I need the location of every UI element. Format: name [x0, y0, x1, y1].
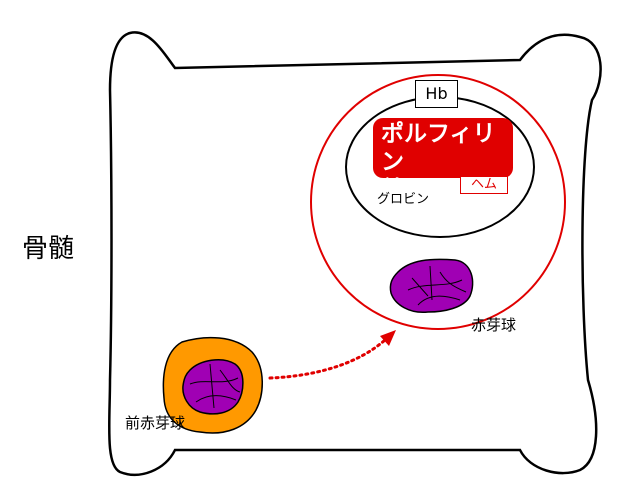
- porphyrin-iron-box: ポルフィリン 鉄: [373, 118, 513, 203]
- bone-marrow-outline: [107, 31, 602, 477]
- heme-label-box: ヘム: [460, 176, 508, 194]
- heme-label: ヘム: [470, 177, 497, 192]
- iron-label: 鉄: [381, 177, 404, 203]
- differentiation-arrow-head: [380, 330, 396, 346]
- proerythroblast-label: 前赤芽球: [125, 414, 186, 432]
- red-cell-membrane: [310, 74, 566, 330]
- erythroblast-chromatin: [407, 265, 467, 306]
- proerythroblast-nucleus: [182, 358, 244, 415]
- differentiation-arrow-line: [268, 338, 387, 380]
- hb-label-box: Hb: [415, 80, 458, 108]
- globin-label: グロビン: [377, 192, 430, 207]
- bone-marrow-label: 骨髄: [22, 234, 75, 264]
- porphyrin-label: ポルフィリン: [381, 121, 496, 175]
- proerythroblast-chromatin: [189, 363, 241, 409]
- hb-label: Hb: [425, 84, 448, 103]
- erythroblast-label: 赤芽球: [471, 316, 517, 334]
